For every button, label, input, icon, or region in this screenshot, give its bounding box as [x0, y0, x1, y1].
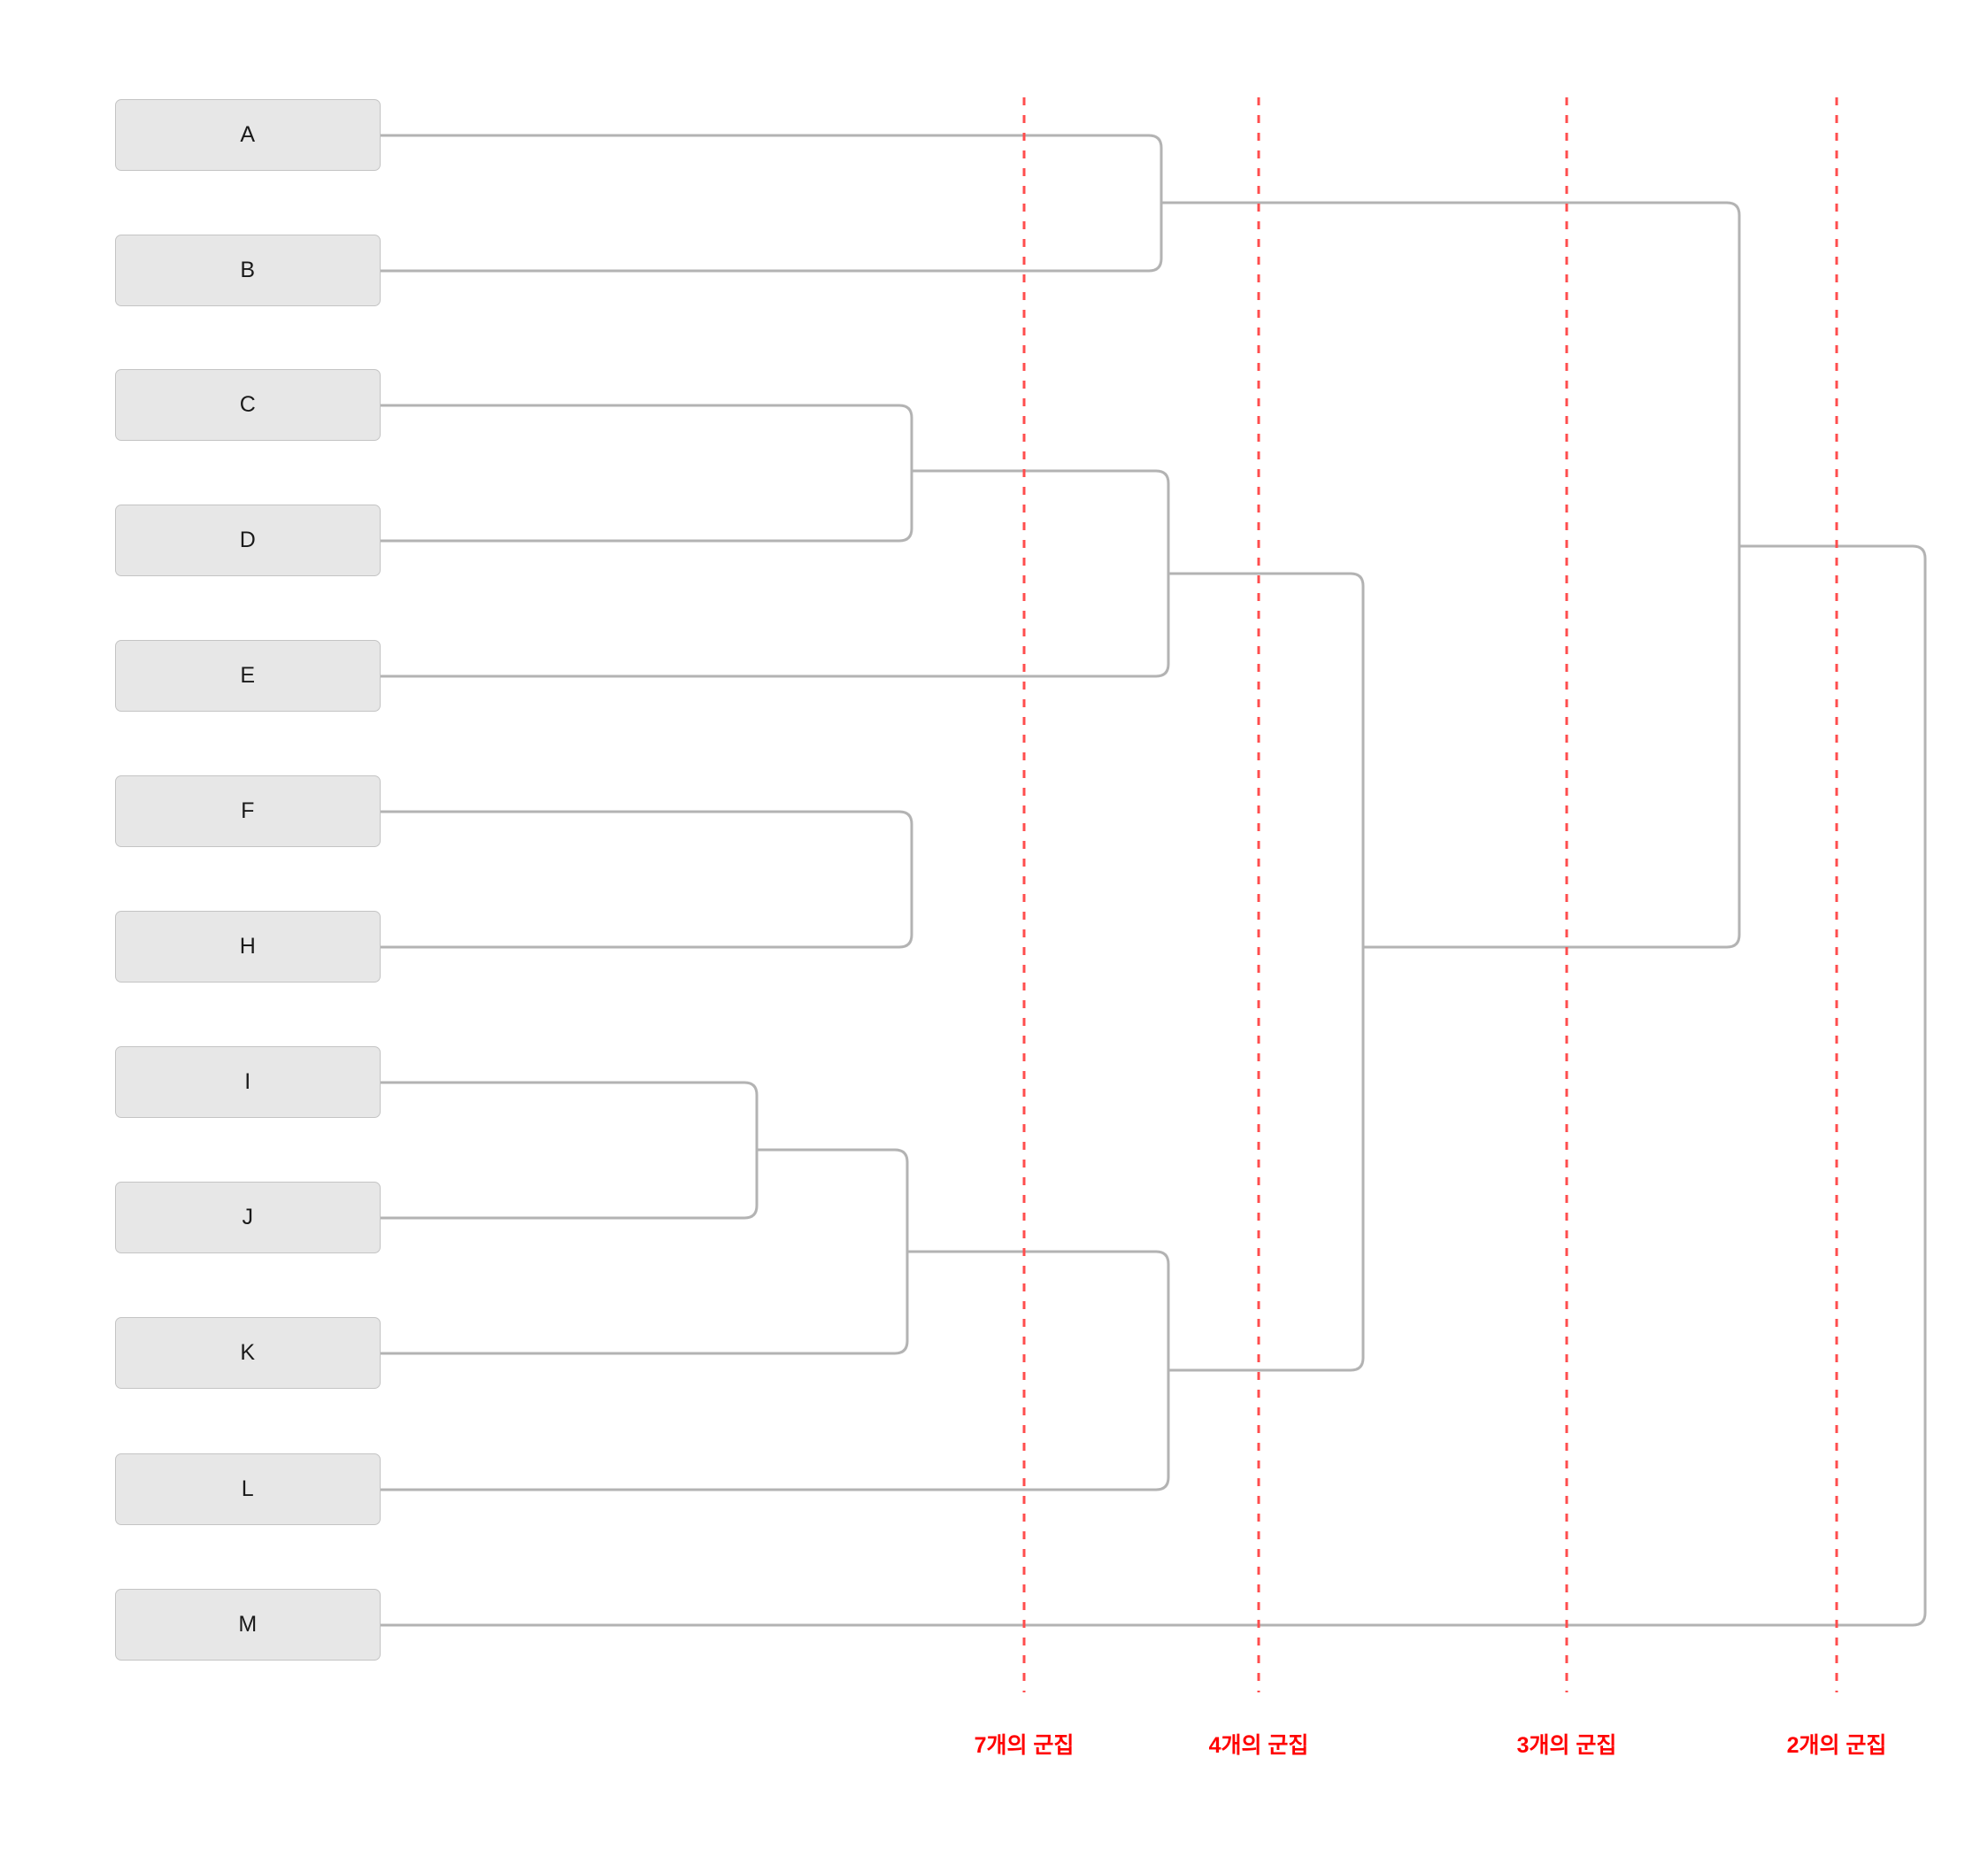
leaf-node-label: D [239, 528, 257, 552]
leaf-node-label: H [239, 934, 257, 959]
leaf-node-c[interactable]: C [115, 369, 381, 441]
leaf-node-label: K [240, 1340, 256, 1365]
link-bracket-cde_ijkl [1168, 572, 1365, 1372]
link-bracket-cde [381, 469, 1170, 678]
leaf-node-label: L [241, 1476, 255, 1501]
link-bracket-ijk [381, 1148, 909, 1355]
link-bracket-upper [1161, 201, 1741, 949]
leaf-node-e[interactable]: E [115, 640, 381, 712]
leaf-node-k[interactable]: K [115, 1317, 381, 1389]
leaf-node-label: I [244, 1069, 251, 1094]
leaf-node-j[interactable]: J [115, 1182, 381, 1253]
leaf-node-label: J [242, 1205, 254, 1229]
link-bracket-ij [381, 1081, 759, 1220]
link-bracket-ab [381, 134, 1163, 273]
link-bracket-ijkl [381, 1250, 1170, 1491]
cut-label-4-clusters: 4개의 군집 [1208, 1733, 1309, 1758]
cut-label-2-clusters: 2개의 군집 [1786, 1733, 1887, 1758]
leaf-node-b[interactable]: B [115, 235, 381, 306]
leaf-node-label: F [241, 798, 255, 823]
leaf-node-h[interactable]: H [115, 911, 381, 983]
leaf-node-l[interactable]: L [115, 1453, 381, 1525]
link-bracket-fh [381, 810, 913, 949]
leaf-node-label: B [240, 258, 256, 282]
leaf-node-a[interactable]: A [115, 99, 381, 171]
leaf-node-label: E [240, 663, 256, 688]
cut-label-3-clusters: 3개의 군집 [1516, 1733, 1617, 1758]
link-bracket-root [381, 544, 1927, 1627]
leaf-node-f[interactable]: F [115, 775, 381, 847]
cut-label-7-clusters: 7개의 군집 [974, 1733, 1075, 1758]
link-bracket-cd [381, 404, 913, 543]
leaf-node-d[interactable]: D [115, 505, 381, 576]
leaf-node-label: M [238, 1612, 258, 1637]
leaf-node-label: C [239, 392, 257, 417]
leaf-node-i[interactable]: I [115, 1046, 381, 1118]
leaf-node-label: A [240, 122, 256, 147]
leaf-node-m[interactable]: M [115, 1589, 381, 1661]
